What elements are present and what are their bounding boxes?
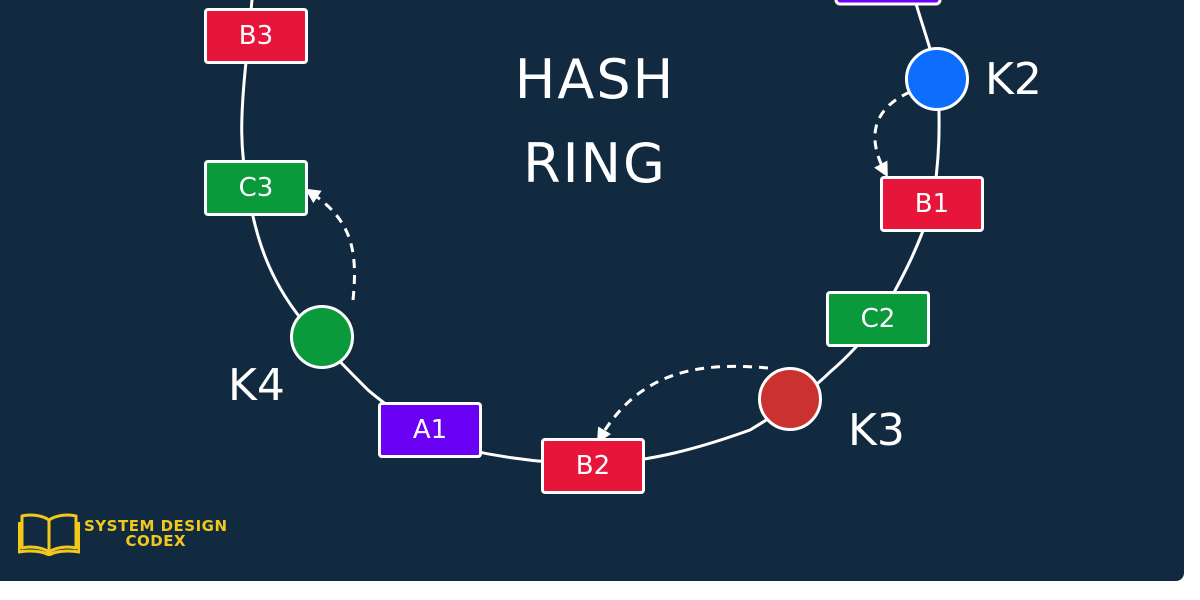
open-book-icon [18, 513, 80, 556]
key-k3-circle [758, 367, 822, 431]
arrow-k4-to-c3 [305, 188, 356, 301]
node-b3: B3 [204, 8, 308, 64]
brand-line2: CODEX [125, 532, 187, 550]
node-c2: C2 [826, 291, 930, 347]
node-c3: C3 [204, 160, 308, 216]
key-k2-circle [905, 47, 969, 111]
node-b2: B2 [541, 438, 645, 494]
title-hash: HASH [514, 48, 676, 111]
title-ring: RING [523, 132, 667, 195]
arrow-k2-to-b1 [873, 90, 911, 178]
key-k4-circle [290, 305, 354, 369]
node-a1-label: A1 [412, 415, 448, 445]
key-k2-label: K2 [985, 54, 1042, 105]
brand-name: SYSTEM DESIGN CODEX [84, 519, 228, 549]
cropped-node-top-right [834, 0, 942, 6]
node-c3-label: C3 [238, 173, 274, 203]
node-a1: A1 [378, 402, 482, 458]
brand-line1: SYSTEM DESIGN [84, 517, 228, 535]
node-c2-label: C2 [860, 304, 896, 334]
key-k3-label: K3 [848, 405, 905, 456]
brand-logo: SYSTEM DESIGN CODEX [18, 512, 228, 556]
node-b1: B1 [880, 176, 984, 232]
node-b1-label: B1 [914, 189, 950, 219]
arrow-k3-to-b2 [596, 364, 769, 444]
node-b3-label: B3 [238, 21, 274, 51]
key-k4-label: K4 [228, 360, 285, 411]
node-b2-label: B2 [575, 451, 611, 481]
diagram-board: HASH RING B3 C3 A1 B2 C2 B1 K2 K3 K4 [0, 0, 1184, 581]
